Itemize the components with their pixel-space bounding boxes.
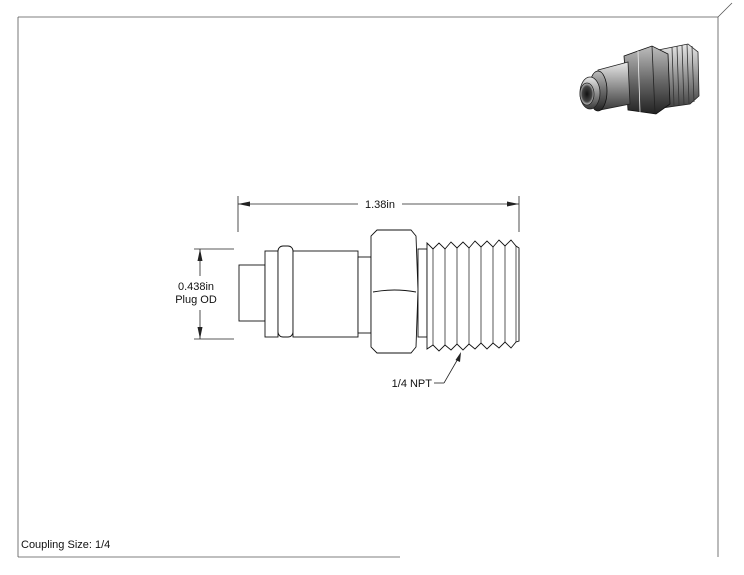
hex-nut	[370, 229, 419, 354]
plug-od-caption: Plug OD	[175, 294, 217, 306]
thread-leader	[434, 352, 461, 384]
thread-neck	[417, 248, 428, 338]
sheet-frame	[17, 2, 733, 558]
plug-od-dimension	[194, 248, 234, 340]
thread-label: 1/4 NPT	[392, 378, 433, 390]
plug-nose	[238, 264, 266, 322]
coupling-size-footer: Coupling Size: 1/4	[21, 539, 111, 551]
npt-threads	[426, 239, 520, 352]
fitting-profile-view	[238, 229, 520, 354]
plug-locking-ring	[277, 245, 294, 338]
coupling-body	[292, 250, 359, 338]
body-step	[357, 256, 372, 334]
overall-length-dimension	[237, 196, 520, 232]
plug-shoulder	[264, 250, 279, 338]
overall-length-label: 1.38in	[365, 199, 395, 211]
plug-od-value: 0.438in	[178, 281, 214, 293]
isometric-thumbnail	[579, 43, 700, 115]
